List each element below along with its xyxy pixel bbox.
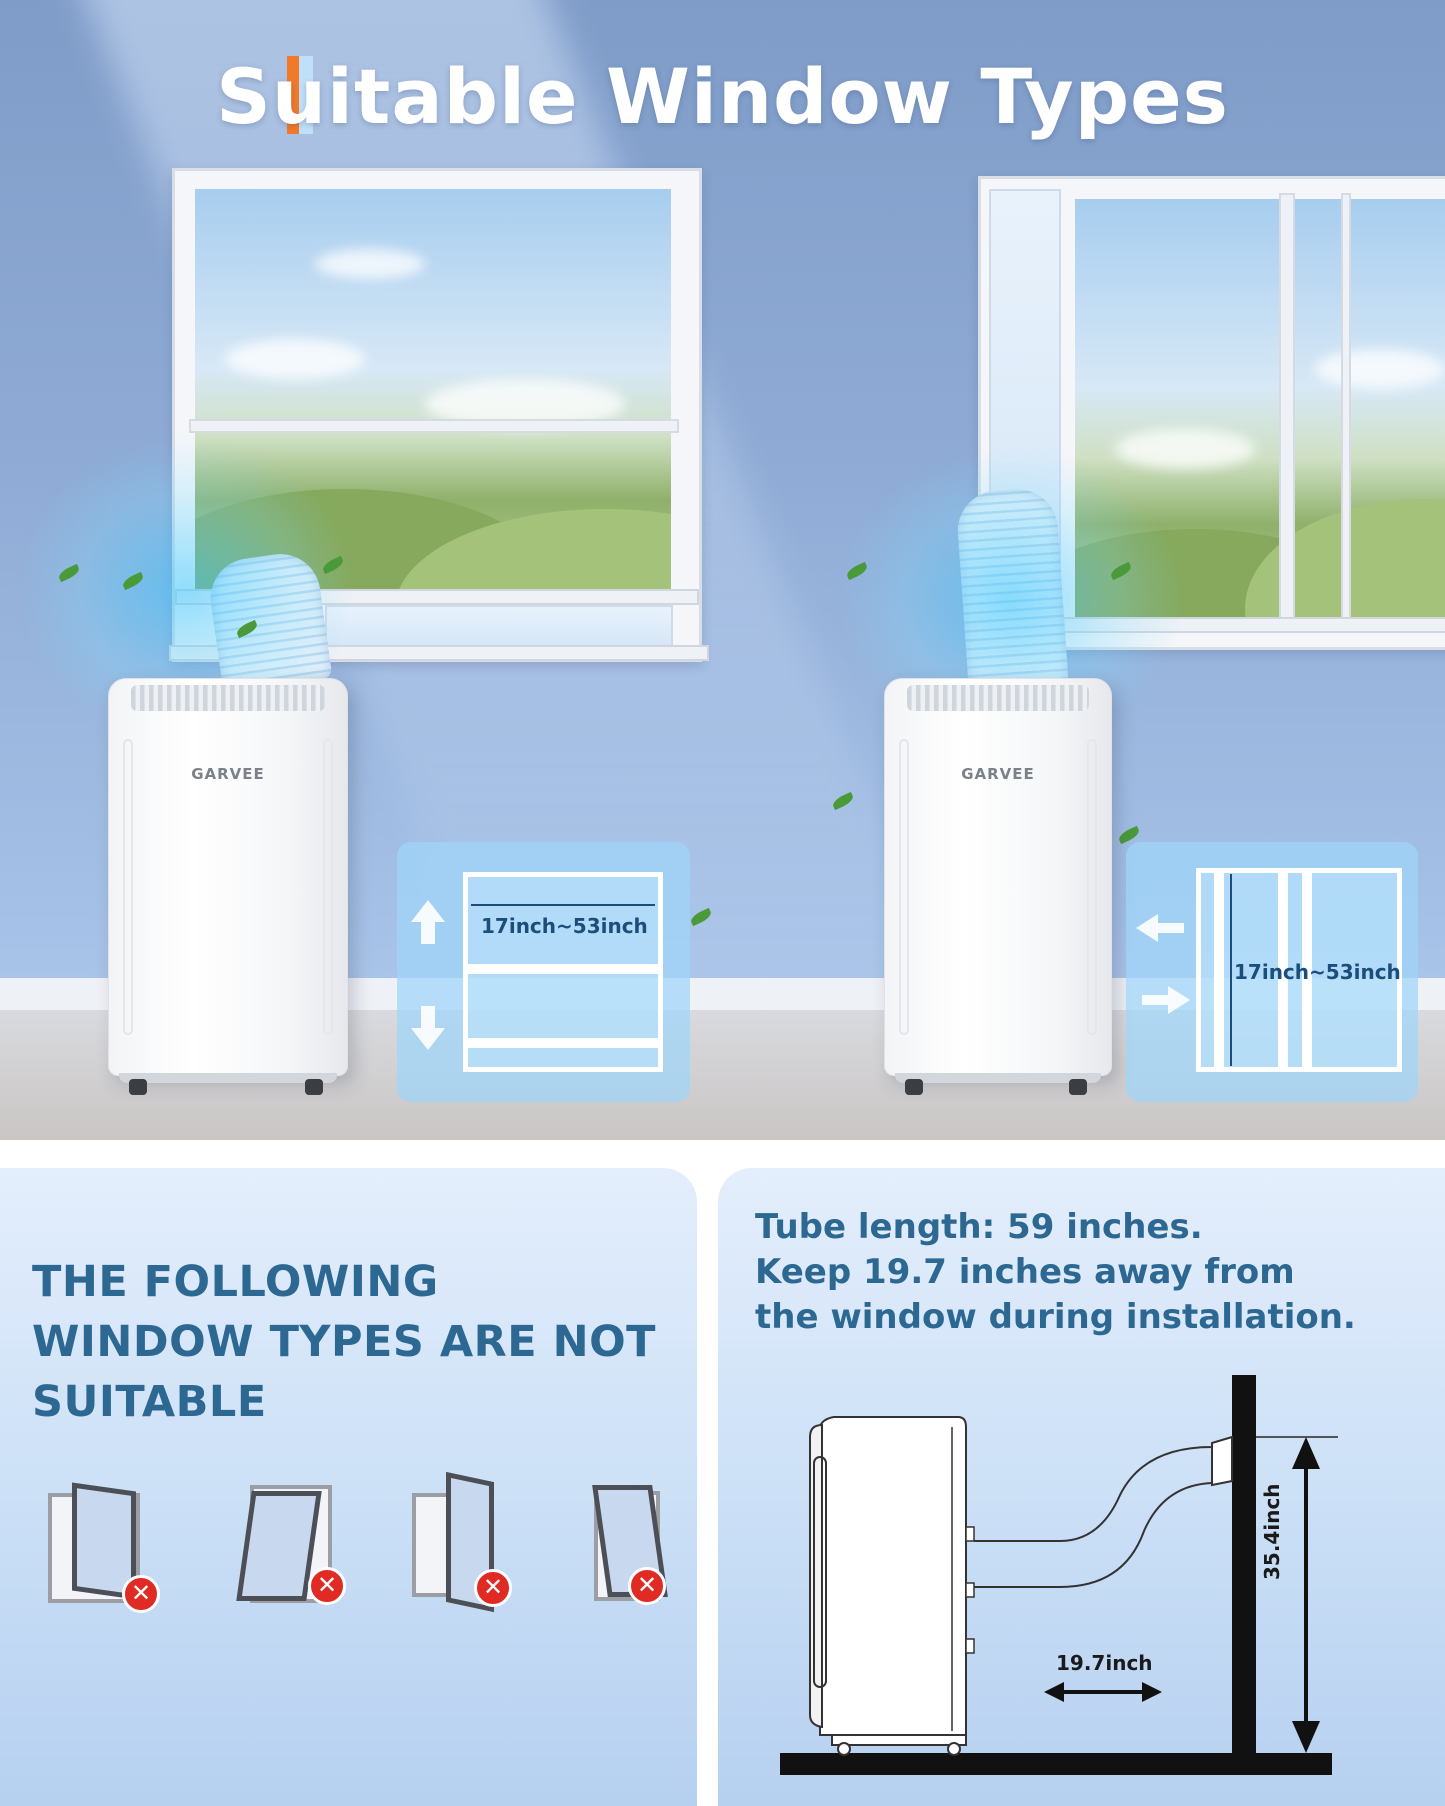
window-slider-bar xyxy=(1279,193,1295,623)
distance-line: Keep 19.7 inches away from xyxy=(755,1252,1295,1292)
installation-diagram-svg xyxy=(780,1375,1338,1775)
width-dimension-line xyxy=(471,904,655,906)
tube-length-line: Tube length: 59 inches. xyxy=(755,1207,1203,1247)
sliding-window-dimension-label: 17inch~53inch xyxy=(1234,960,1401,984)
window-sash-bar xyxy=(189,419,679,433)
ac-wheel xyxy=(129,1079,147,1095)
awning-window-icon: ✕ xyxy=(236,1475,356,1615)
not-suitable-panel xyxy=(0,1168,697,1806)
not-allowed-icon: ✕ xyxy=(474,1569,512,1607)
up-arrow-icon xyxy=(411,900,445,1050)
not-allowed-icon: ✕ xyxy=(628,1567,666,1605)
distance-label: 19.7inch xyxy=(1056,1651,1153,1675)
page-title: Suitable Window Types xyxy=(216,52,1229,141)
ac-brand-label: GARVEE xyxy=(961,765,1035,783)
hung-window-dimension-card: 17inch~53inch xyxy=(397,842,690,1102)
scene-photo: GARVEE GARVEE 17inch~53inch 17inch~53inc… xyxy=(0,0,1445,1140)
casement-window-icon: ✕ xyxy=(44,1475,164,1615)
tilt-window-icon: ✕ xyxy=(592,1475,712,1615)
ac-brand-label: GARVEE xyxy=(191,765,265,783)
ac-wheel xyxy=(905,1079,923,1095)
installation-text: Tube length: 59 inches. Keep 19.7 inches… xyxy=(755,1205,1415,1340)
not-allowed-icon: ✕ xyxy=(308,1567,346,1605)
not-suitable-heading: THE FOLLOWING WINDOW TYPES ARE NOT SUITA… xyxy=(32,1257,656,1427)
window-slider-bar xyxy=(1341,193,1351,623)
window-bottom-rail xyxy=(463,1038,663,1048)
window-slider-outline xyxy=(1302,868,1312,1072)
portable-ac-unit: GARVEE xyxy=(884,678,1112,1095)
height-label: 35.4inch xyxy=(1260,1483,1284,1580)
ac-top-grille xyxy=(131,685,325,711)
installation-diagram: 19.7inch 35.4inch xyxy=(760,1365,1360,1785)
distance-line-2: the window during installation. xyxy=(755,1297,1356,1337)
ac-wheel xyxy=(1069,1079,1087,1095)
not-allowed-icon: ✕ xyxy=(122,1575,160,1613)
window-slider-outline xyxy=(1278,868,1288,1072)
window-sash-outline xyxy=(463,964,663,974)
hung-window-dimension-label: 17inch~53inch xyxy=(481,914,648,938)
portable-ac-unit: GARVEE xyxy=(108,678,348,1095)
window-slider-outline xyxy=(1214,868,1224,1072)
height-dimension-line xyxy=(1230,874,1232,1066)
ac-wheel xyxy=(305,1079,323,1095)
ac-top-grille xyxy=(907,685,1089,711)
left-arrow-icon xyxy=(1136,914,1190,1014)
title-accent-marker xyxy=(287,56,315,134)
sliding-window-dimension-card: 17inch~53inch xyxy=(1126,842,1418,1102)
open-casement-window-icon: ✕ xyxy=(410,1471,530,1615)
